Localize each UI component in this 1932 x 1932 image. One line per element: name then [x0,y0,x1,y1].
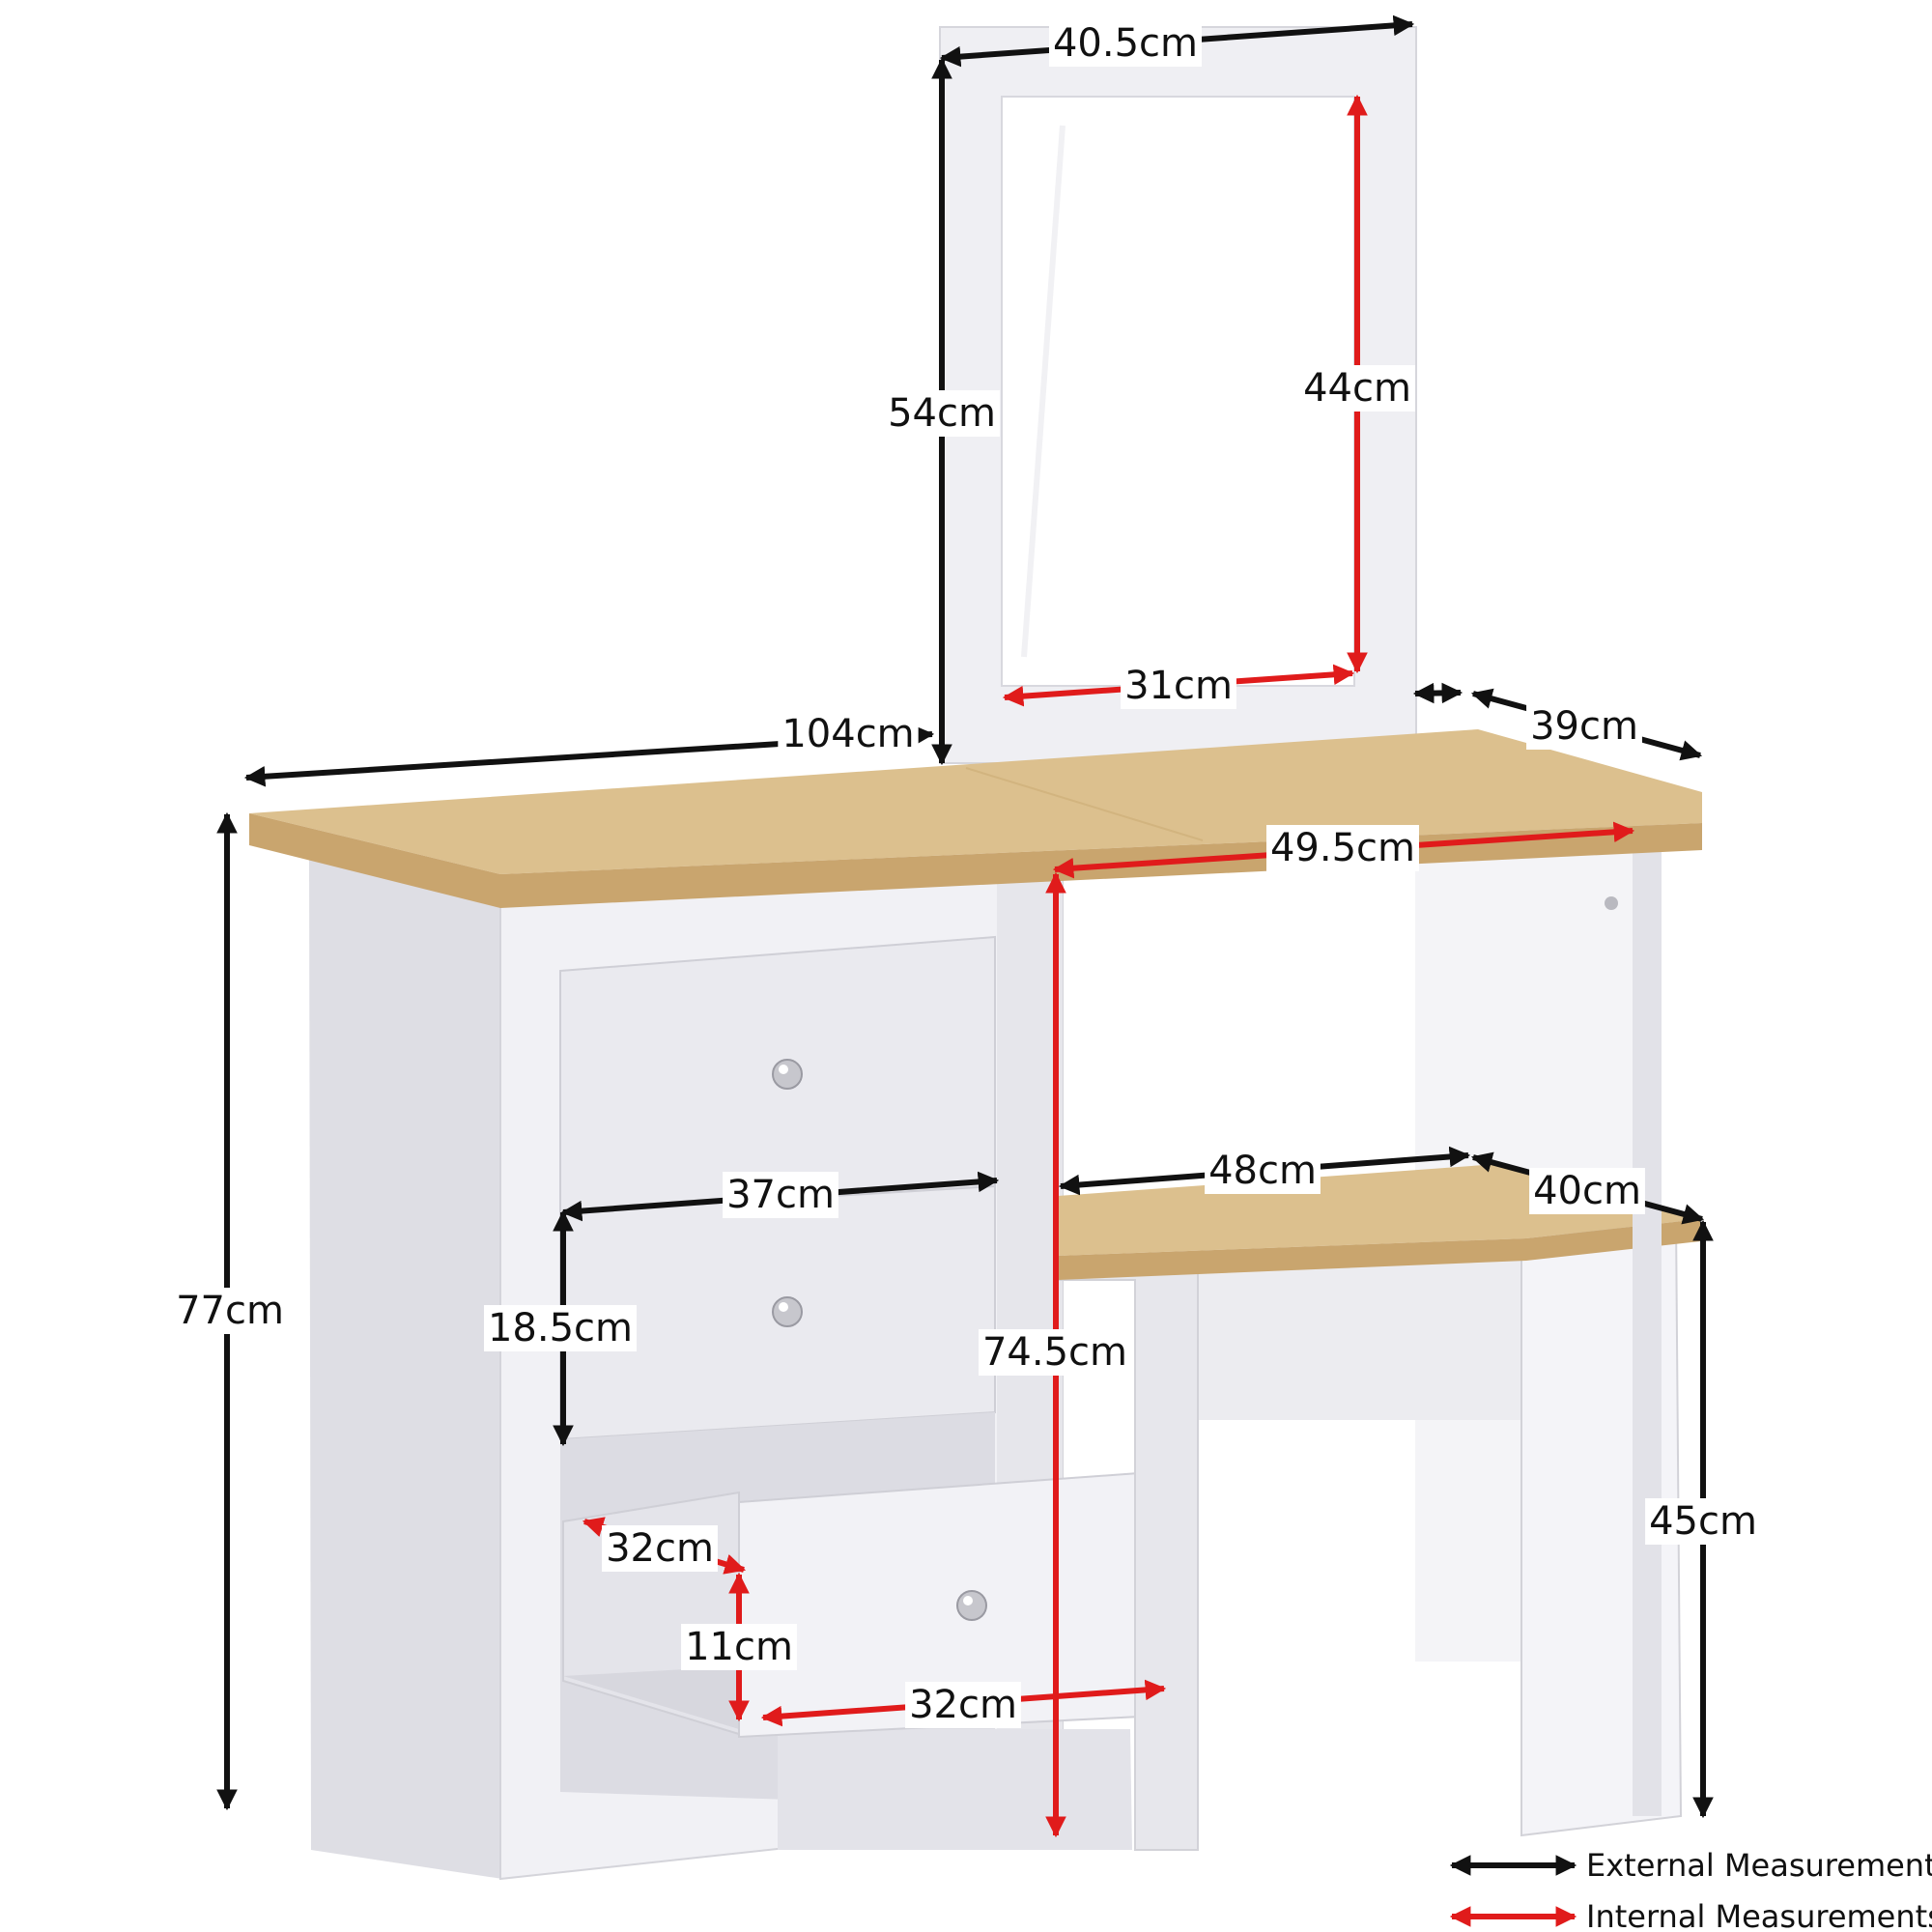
drawer-middle-knob-icon [772,1296,803,1327]
measurement-label-bg-drawer-inner-depth [602,1525,718,1572]
measurement-label-desk-depth: 39cm [1530,704,1638,749]
knee-space-floor-panel [778,1729,1132,1850]
measurement-drawer-inner-height: 11cm [681,1572,797,1722]
measurement-label-bg-desk-height [172,1288,288,1334]
measurement-label-bg-knee-height [978,1329,1132,1376]
measurement-label-bg-stool-height [1645,1498,1761,1545]
measurement-knee-width: 49.5cm [1052,821,1635,879]
measurement-drawer-inner-width: 32cm [760,1679,1167,1728]
measurement-stool-height: 45cm [1645,1219,1761,1819]
measurement-label-bg-desk-width [778,711,919,757]
measurement-layer: 40.5cm 54cm 44cm 31cm 104cm 39cm 49.5cm 77cm 37c… [172,14,1761,1838]
measurement-label-bg-drawer-inner-width [905,1682,1021,1728]
measurement-label-mirror-width: 40.5cm [1053,21,1198,66]
measurement-label-stool-height: 45cm [1649,1499,1757,1544]
measurement-arrow-desk-depth [1412,682,1463,704]
measurement-drawer-width: 37cm [560,1171,1000,1222]
measurement-drawer-height: 18.5cm [483,1209,638,1447]
measurement-label-drawer-height: 18.5cm [488,1306,633,1350]
measurement-label-stool-width: 48cm [1208,1149,1317,1193]
stool-back-leg [1198,1261,1526,1420]
measurement-label-bg-mirror-inner-width [1121,663,1236,709]
drawer-top-knob-icon [772,1059,803,1090]
legend-external-label: External Measurements [1586,1847,1932,1884]
open-drawer-knob-highlight [963,1596,973,1605]
measurement-label-mirror-height: 54cm [888,391,996,436]
measurement-desk-depth: 39cm [1412,682,1703,761]
measurement-label-bg-mirror-inner-height [1299,365,1415,412]
legend-internal-label: Internal Measurements [1586,1898,1932,1932]
measurement-label-drawer-width: 37cm [726,1173,835,1217]
desk-cam-fitting-icon [1605,896,1618,910]
open-drawer-knob-icon [956,1590,987,1621]
measurement-label-bg-stool-width [1205,1148,1321,1194]
measurement-knee-height: 74.5cm [978,871,1132,1838]
measurement-label-bg-desk-depth [1526,703,1642,750]
measurement-label-drawer-inner-height: 11cm [685,1625,793,1669]
measurement-label-bg-stool-depth [1529,1168,1645,1214]
measurement-mirror-width: 40.5cm [939,14,1415,68]
desk-right-leg [1633,821,1662,1816]
measurement-label-stool-depth: 40cm [1533,1169,1641,1213]
measurement-drawer-inner-depth: 32cm [582,1517,747,1575]
desk-top-edge [249,813,1702,908]
measurement-label-mirror-inner-height: 44cm [1303,366,1411,411]
measurement-label-desk-width: 104cm [781,712,914,756]
measurement-label-bg-mirror-width [1048,20,1203,67]
drawer-middle-knob-highlight [779,1302,788,1312]
desk-left-side-panel [309,858,502,1879]
measurement-stool-width: 48cm [1058,1146,1471,1196]
measurement-label-bg-knee-width [1265,825,1420,871]
measurement-desk-width: 104cm [243,711,935,787]
measurement-mirror-inner-height: 44cm [1299,94,1415,674]
legend: External Measurements Internal Measureme… [1449,1847,1932,1932]
measurement-label-bg-mirror-height [884,390,1000,437]
measurement-label-drawer-inner-width: 32cm [909,1683,1017,1727]
mirror-glass [1001,96,1355,687]
mirror-sheen [1021,125,1065,658]
measurement-label-bg-drawer-height [483,1305,638,1351]
measurement-label-desk-height: 77cm [176,1289,284,1333]
measurement-label-knee-width: 49.5cm [1270,826,1415,870]
measurement-label-knee-height: 74.5cm [982,1330,1127,1375]
drawer-top-knob-highlight [779,1065,788,1074]
stool-seat-edge [1058,1219,1700,1280]
stool [1057,1164,1700,1851]
measurement-label-mirror-inner-width: 31cm [1124,664,1233,708]
measurement-label-drawer-inner-depth: 32cm [606,1526,714,1571]
measurement-desk-height: 77cm [172,811,288,1811]
measurement-mirror-height: 54cm [884,57,1000,766]
measurement-label-bg-drawer-inner-height [681,1624,797,1670]
measurement-label-bg-drawer-width [723,1172,838,1218]
measurement-stool-depth: 40cm [1470,1151,1705,1225]
measurement-mirror-inner-width: 31cm [1002,663,1355,709]
furniture-illustration [249,26,1702,1881]
